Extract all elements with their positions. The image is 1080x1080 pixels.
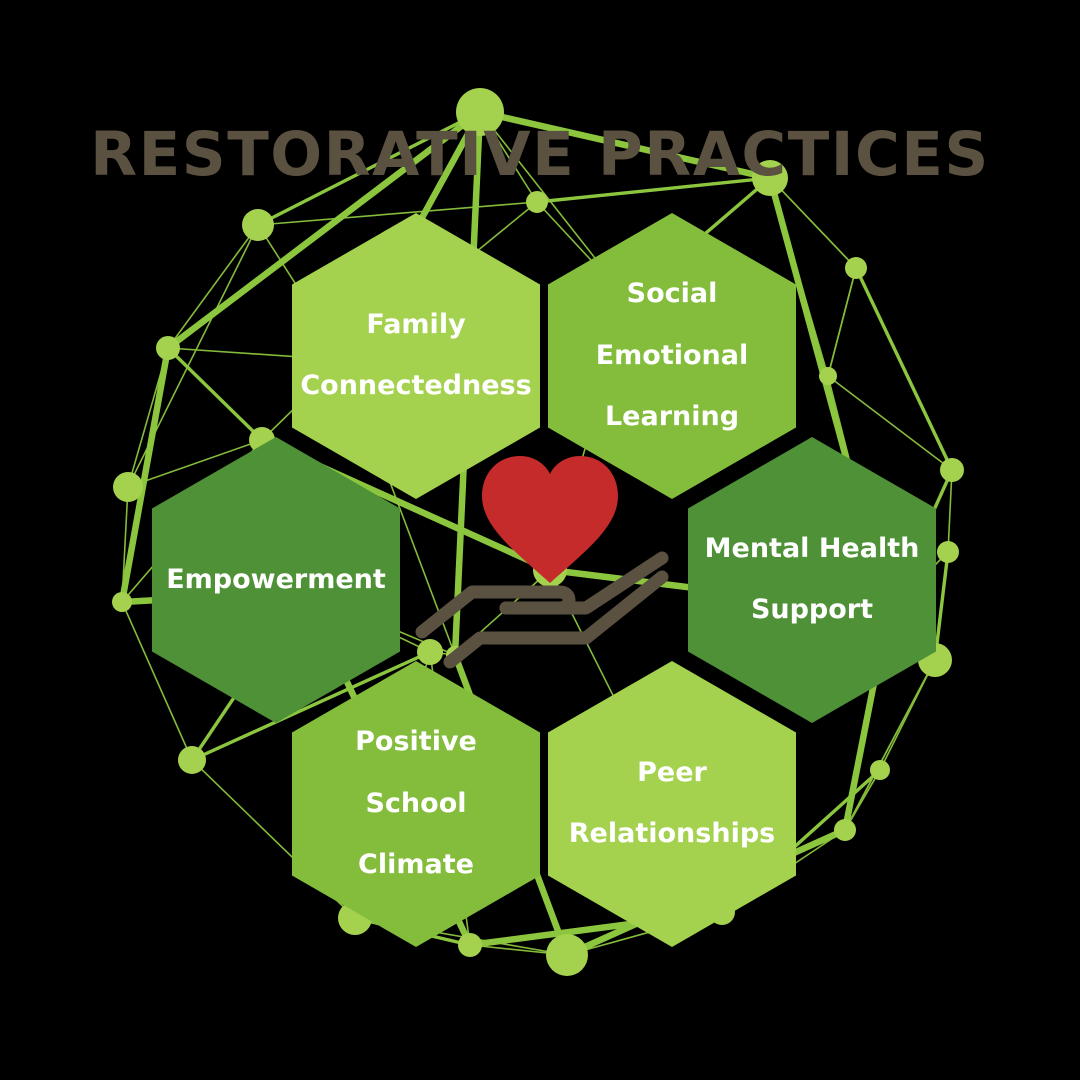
heart-icon xyxy=(482,456,618,583)
heart-in-hand-icon xyxy=(415,456,669,669)
page-title: RESTORATIVE PRACTICES xyxy=(90,119,990,190)
hand-icon xyxy=(415,551,669,669)
hexagon-label-empowerment: Empowerment xyxy=(166,563,386,595)
